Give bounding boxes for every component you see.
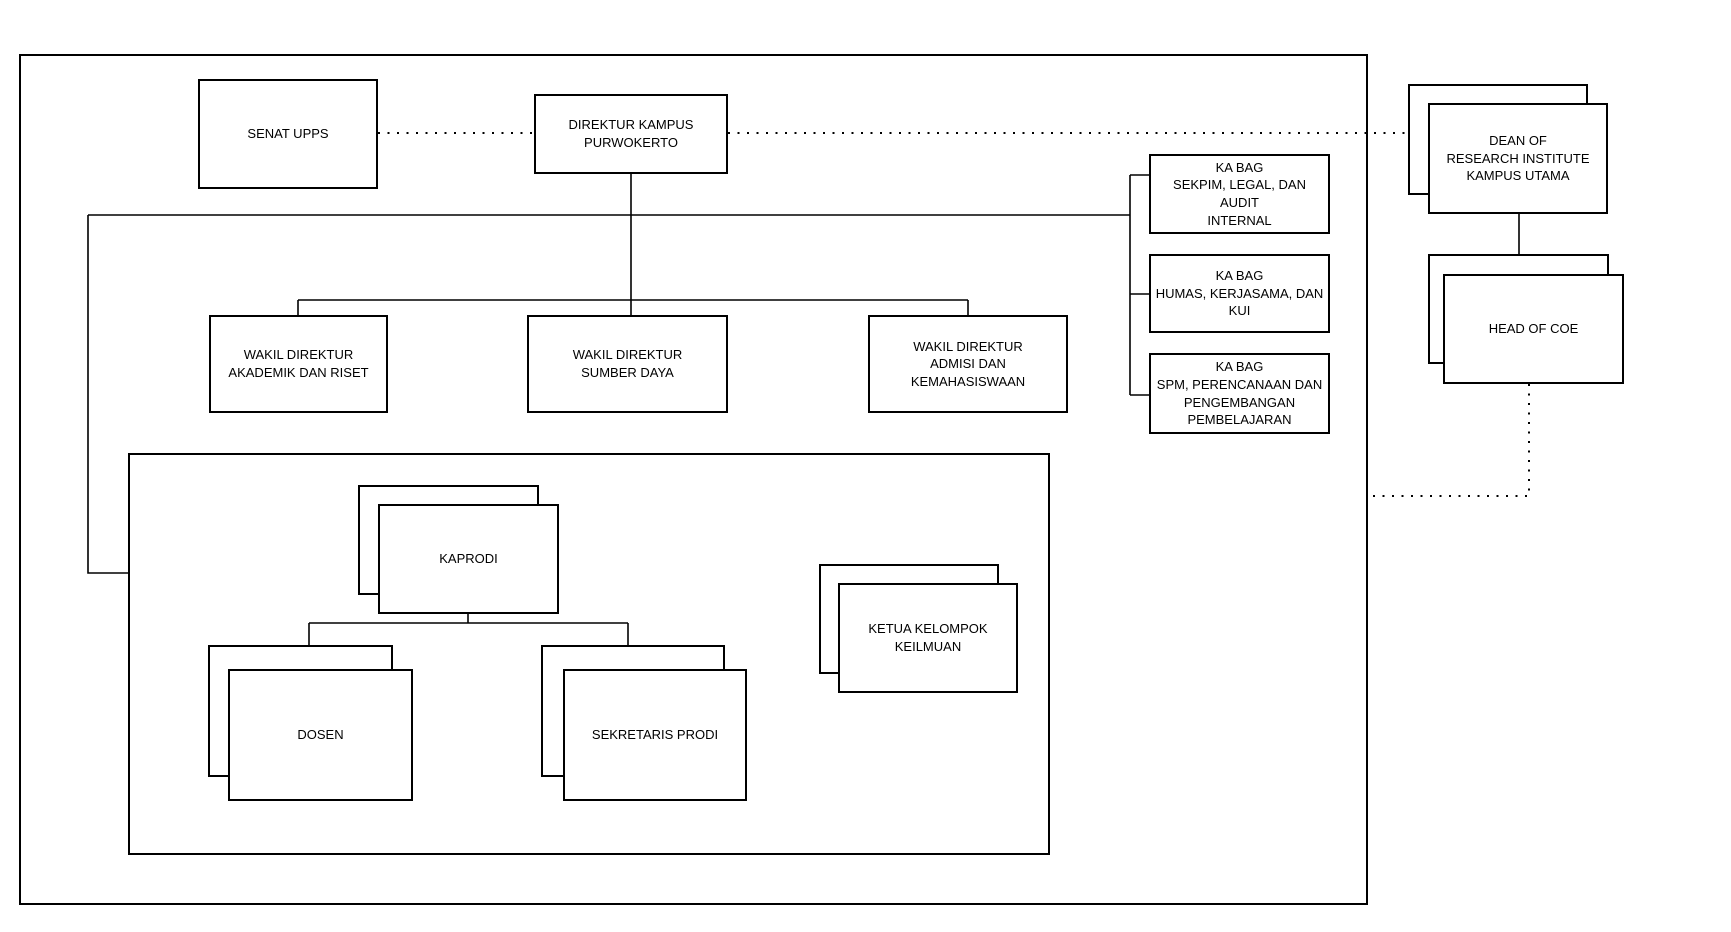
wakil-direktur-sumber-daya[interactable]: WAKIL DIREKTUR SUMBER DAYA (527, 315, 728, 413)
sekretaris-prodi[interactable]: SEKRETARIS PRODI (563, 669, 747, 801)
sekretaris-prodi-label: SEKRETARIS PRODI (591, 727, 719, 743)
kabag-humas-kerjasama-kui-label: KA BAG HUMAS, KERJASAMA, DAN KUI (1155, 268, 1324, 319)
prodi-group-boundary (128, 453, 1050, 855)
ketua-kelompok-keilmuan[interactable]: KETUA KELOMPOK KEILMUAN (838, 583, 1018, 693)
dean-of-research-institute-kampus-utama[interactable]: DEAN OF RESEARCH INSTITUTE KAMPUS UTAMA (1428, 103, 1608, 214)
direktur-kampus-purwokerto[interactable]: DIREKTUR KAMPUS PURWOKERTO (534, 94, 728, 174)
ketua-kelompok-keilmuan-label: KETUA KELOMPOK KEILMUAN (868, 621, 988, 654)
kabag-sekpim-legal-audit-internal-label: KA BAG SEKPIM, LEGAL, DAN AUDIT INTERNAL (1173, 159, 1306, 228)
wakil-direktur-admisi-dan-kemahasiswaan-label: WAKIL DIREKTUR ADMISI DAN KEMAHASISWAAN (910, 338, 1026, 389)
dean-of-research-institute-kampus-utama-label: DEAN OF RESEARCH INSTITUTE KAMPUS UTAMA (1446, 133, 1590, 184)
kabag-spm-perencanaan-pengembangan-pembelajaran-label: KA BAG SPM, PERENCANAAN DAN PENGEMBANGAN… (1156, 359, 1323, 428)
wakil-direktur-akademik-dan-riset[interactable]: WAKIL DIREKTUR AKADEMIK DAN RISET (209, 315, 388, 413)
head-of-coe-label: HEAD OF COE (1488, 321, 1579, 337)
dosen-label: DOSEN (297, 727, 344, 743)
kaprodi[interactable]: KAPRODI (378, 504, 559, 614)
kampus-purwokerto-boundary (19, 54, 1368, 905)
dosen[interactable]: DOSEN (228, 669, 413, 801)
kabag-spm-perencanaan-pengembangan-pembelajaran[interactable]: KA BAG SPM, PERENCANAAN DAN PENGEMBANGAN… (1149, 353, 1330, 434)
direktur-kampus-purwokerto-label: DIREKTUR KAMPUS PURWOKERTO (568, 117, 694, 150)
senat-upps[interactable]: SENAT UPPS (198, 79, 378, 189)
head-of-coe[interactable]: HEAD OF COE (1443, 274, 1624, 384)
wakil-direktur-admisi-dan-kemahasiswaan[interactable]: WAKIL DIREKTUR ADMISI DAN KEMAHASISWAAN (868, 315, 1068, 413)
wakil-direktur-sumber-daya-label: WAKIL DIREKTUR SUMBER DAYA (572, 347, 683, 380)
head-of-coe-campus-dotted (1369, 384, 1530, 497)
left-drop-to-prodi-group (87, 215, 129, 574)
kaprodi-label: KAPRODI (439, 551, 498, 567)
kabag-sekpim-legal-audit-internal[interactable]: KA BAG SEKPIM, LEGAL, DAN AUDIT INTERNAL (1149, 154, 1330, 234)
senat-upps-label: SENAT UPPS (247, 126, 329, 142)
wakil-direktur-akademik-dan-riset-label: WAKIL DIREKTUR AKADEMIK DAN RISET (228, 347, 369, 380)
kabag-humas-kerjasama-kui[interactable]: KA BAG HUMAS, KERJASAMA, DAN KUI (1149, 254, 1330, 333)
